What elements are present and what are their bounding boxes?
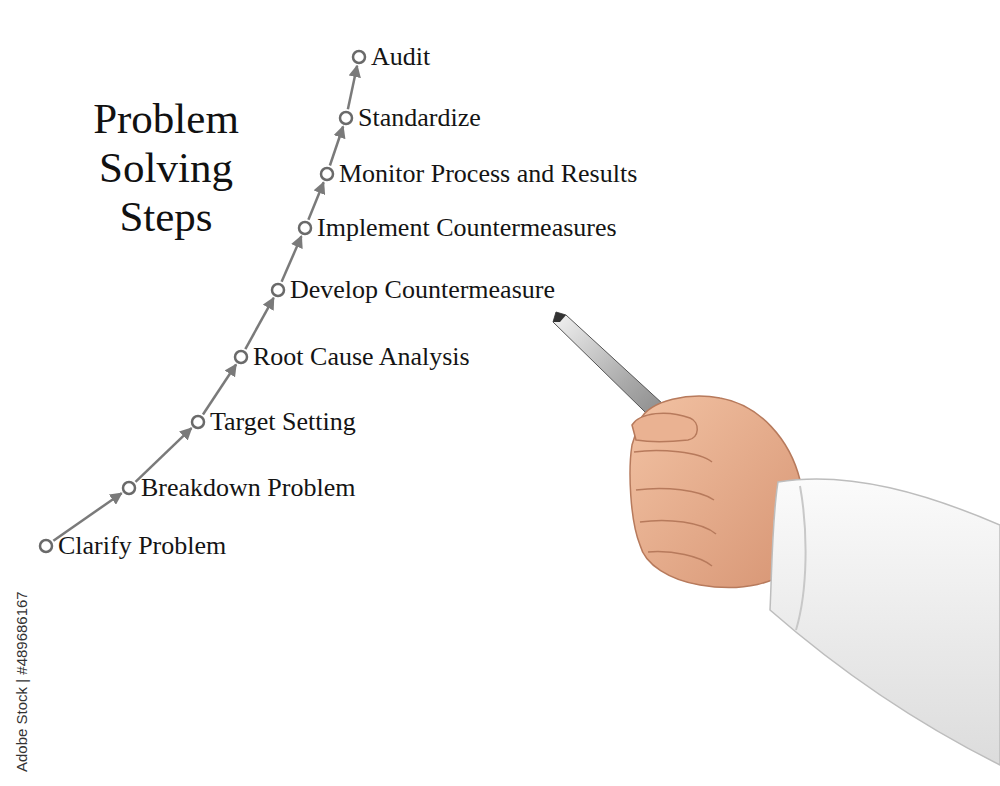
step-arrow [348, 66, 357, 109]
step-arrow [245, 298, 273, 349]
step-circle [190, 414, 206, 430]
step-label: Monitor Process and Results [339, 159, 637, 189]
step-circle [121, 480, 137, 496]
sleeve [770, 479, 1000, 765]
finger-line [640, 521, 716, 535]
step-node: Implement Countermeasures [297, 213, 617, 243]
diagram-title: Problem Solving Steps [66, 94, 266, 241]
step-label: Standardize [358, 103, 481, 133]
finger-line [636, 488, 714, 500]
pen [553, 312, 700, 452]
step-label: Clarify Problem [58, 531, 226, 561]
step-node: Clarify Problem [38, 531, 226, 561]
step-node: Standardize [338, 103, 481, 133]
step-circle [297, 220, 313, 236]
step-arrow [282, 236, 302, 281]
step-circle [270, 282, 286, 298]
watermark-label: Adobe Stock | #489686167 [13, 591, 31, 772]
cuff-seam [796, 486, 806, 630]
step-circle [233, 349, 249, 365]
step-node: Target Setting [190, 407, 356, 437]
pen-tip [553, 312, 566, 322]
step-label: Root Cause Analysis [253, 342, 470, 372]
step-node: Audit [351, 42, 430, 72]
step-node: Root Cause Analysis [233, 342, 470, 372]
thumb [632, 413, 697, 441]
step-label: Breakdown Problem [141, 473, 355, 503]
step-circle [38, 538, 54, 554]
step-circle [338, 110, 354, 126]
step-circle [319, 166, 335, 182]
step-arrow [203, 365, 236, 415]
step-node: Breakdown Problem [121, 473, 355, 503]
step-label: Target Setting [210, 407, 356, 437]
step-label: Develop Countermeasure [290, 275, 555, 305]
step-circle [351, 49, 367, 65]
step-label: Implement Countermeasures [317, 213, 617, 243]
step-label: Audit [371, 42, 430, 72]
finger-line [634, 450, 712, 462]
step-node: Develop Countermeasure [270, 275, 555, 305]
step-node: Monitor Process and Results [319, 159, 637, 189]
finger-line [648, 552, 712, 566]
